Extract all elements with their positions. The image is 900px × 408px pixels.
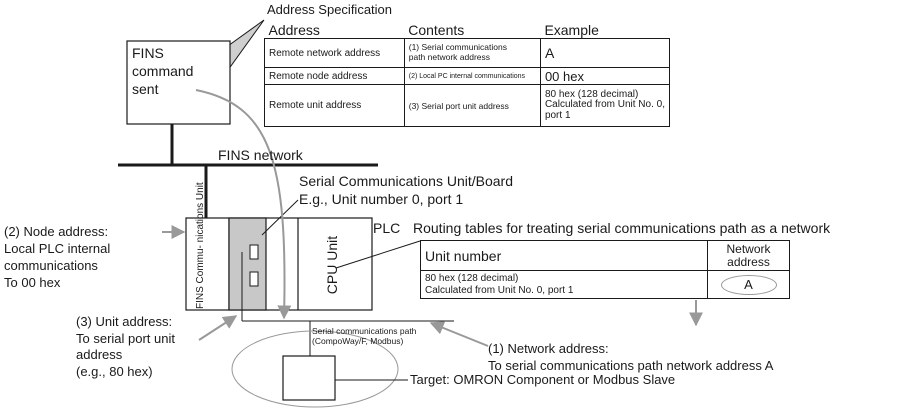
serial-path-label: Serial communications path (CompoWay/F, … [312, 326, 417, 347]
spec-row: Remote unit address (3) Serial port unit… [264, 84, 671, 127]
spec-row: Remote node address (2) Local PC interna… [264, 67, 671, 85]
address-spec-table: Address Contents Example Remote network … [264, 22, 671, 127]
network-address-label: (1) Network address: To serial communica… [488, 341, 774, 373]
cpu-unit-label: CPU Unit [324, 235, 340, 295]
spec-cell-contents: (1) Serial communications path network a… [403, 38, 541, 68]
serial-unit-label: Serial Communications Unit/Board [299, 173, 513, 189]
node-address-label: (2) Node address: Local PLC internal com… [4, 224, 111, 290]
unit-address-label: (3) Unit address: To serial port unit ad… [76, 314, 175, 379]
address-spec-title: Address Specification [267, 2, 393, 17]
routing-cell-network: A [720, 274, 777, 295]
target-label: Target: OMRON Component or Modbus Slave [410, 372, 676, 387]
unit-address-arrow [198, 315, 238, 341]
routing-title: Routing tables for treating serial commu… [413, 220, 831, 236]
spec-cell-address: Remote network address [264, 38, 405, 68]
fins-network-label: FINS network [218, 147, 303, 163]
spec-row: Remote network address (1) Serial commun… [264, 38, 671, 68]
spec-header-address: Address [264, 22, 405, 39]
spec-cell-contents: (2) Local PC internal communications [403, 67, 541, 85]
plc-label: PLC [373, 220, 401, 236]
serial-port-2 [249, 271, 259, 287]
fins-comm-unit-label: FINS Commu- nications Unit [195, 182, 206, 309]
serial-unit-body [228, 217, 267, 311]
spec-cell-address: Remote node address [264, 67, 405, 85]
spec-header-example: Example [540, 22, 670, 39]
spec-cell-example: 80 hex (128 decimal) Calculated from Uni… [539, 84, 671, 127]
routing-header-unit: Unit number [420, 240, 708, 271]
serial-unit-example: E.g., Unit number 0, port 1 [299, 191, 464, 207]
fins-command-arrow [195, 89, 292, 320]
routing-table: Unit number Network address 80 hex (128 … [420, 240, 790, 299]
routing-header-network: Network address [707, 240, 790, 271]
routing-cell-network-wrap: A [707, 270, 790, 299]
network-address-arrow [429, 321, 489, 347]
fins-command-box [126, 40, 231, 125]
fins-command-label: FINS command sent [132, 45, 194, 97]
spec-cell-example: A [539, 38, 671, 68]
spec-cell-address: Remote unit address [264, 84, 405, 127]
routing-leader [335, 240, 421, 269]
routing-cell-unit: 80 hex (128 decimal) Calculated from Uni… [420, 270, 708, 299]
routing-row: 80 hex (128 decimal) Calculated from Uni… [420, 270, 790, 299]
spec-cell-example: 00 hex [539, 67, 671, 85]
target-device [282, 355, 336, 401]
serial-unit-leader [261, 199, 299, 236]
spec-cell-contents: (3) Serial port unit address [403, 84, 541, 127]
serial-port-1 [249, 244, 259, 260]
target-area [231, 330, 399, 408]
spec-header-contents: Contents [404, 22, 541, 39]
